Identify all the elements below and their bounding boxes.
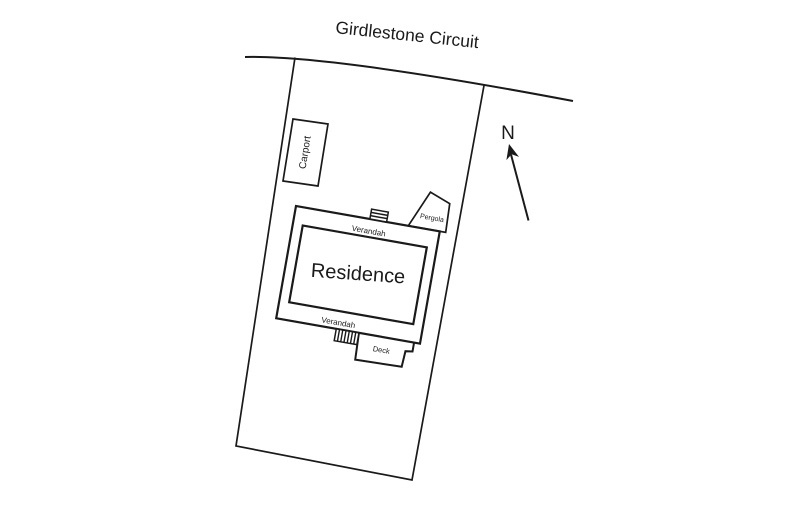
north-arrow: N <box>501 123 530 221</box>
road-edge-line <box>244 55 574 102</box>
north-arrow-shaft <box>510 154 530 221</box>
property-boundary <box>235 57 485 481</box>
deck-outline <box>354 332 416 368</box>
north-arrow-head <box>506 144 519 161</box>
carport-label: Carport <box>298 135 314 170</box>
carport-outline <box>282 118 329 187</box>
rear-steps-hatched <box>333 327 360 346</box>
north-label: N <box>501 123 515 144</box>
street-name-label: Girdlestone Circuit <box>335 17 480 52</box>
residence-block: Verandah Verandah Deck Pergola Residence <box>274 190 451 368</box>
residence-outline <box>287 224 429 326</box>
pergola-label: Pergola <box>419 213 444 224</box>
front-steps <box>368 208 390 223</box>
deck-label: Deck <box>372 344 391 356</box>
